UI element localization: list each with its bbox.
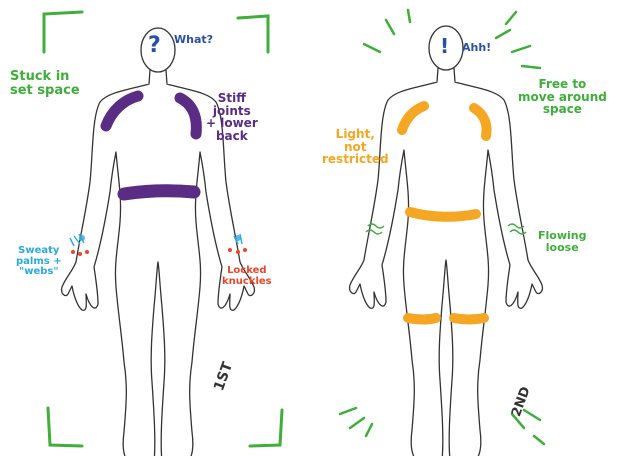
stiff-label: Stiff joints + lower back <box>206 92 258 142</box>
right-left-knee-light-band <box>408 318 436 320</box>
right-ahh-label: Ahh! <box>462 42 491 54</box>
right-shoulder-stiff-mark <box>180 98 196 134</box>
light-label-line-3: restricted <box>322 153 389 166</box>
left-head-question-mark: ? <box>148 34 161 57</box>
right-body-outline <box>350 26 543 456</box>
locked-label-line-2: knuckles <box>222 277 272 288</box>
left-shoulder-stiff-mark <box>106 96 138 126</box>
left-figure <box>44 12 282 456</box>
left-knuckle-marks <box>71 250 89 256</box>
left-hand-sweaty-marks <box>70 234 85 246</box>
light-label: Light, not restricted <box>322 128 389 166</box>
right-waist-light-band <box>410 212 476 217</box>
stuck-label: Stuck in set space <box>10 70 80 97</box>
stiff-label-line-1: Stiff <box>206 92 258 105</box>
right-left-shoulder-light-mark <box>402 106 424 130</box>
stuck-label-line-1: Stuck in <box>10 70 80 84</box>
flowing-label: Flowing loose <box>538 230 586 253</box>
sweaty-label-line-1: Sweaty <box>16 246 62 257</box>
locked-label: Locked knuckles <box>222 266 272 287</box>
stiff-label-line-3: + lower <box>206 117 258 130</box>
stiff-label-line-4: back <box>206 130 258 143</box>
right-figure <box>340 10 544 456</box>
flowing-label-line-1: Flowing <box>538 230 586 242</box>
right-right-shoulder-light-mark <box>474 108 487 136</box>
sweaty-label-line-3: "webs" <box>16 267 62 278</box>
light-label-line-1: Light, <box>322 128 389 141</box>
left-frame-brackets <box>44 12 282 446</box>
free-label-line-3: space <box>518 103 607 116</box>
free-label-line-1: Free to <box>518 78 607 91</box>
flowing-label-line-2: loose <box>538 242 586 254</box>
stuck-label-line-2: set space <box>10 84 80 98</box>
right-right-knee-light-band <box>454 318 484 320</box>
right-head-exclaim-mark: ! <box>440 36 449 57</box>
sweaty-label: Sweaty palms + "webs" <box>16 246 62 278</box>
left-what-label: What? <box>174 34 213 46</box>
locked-label-line-1: Locked <box>222 266 272 277</box>
lower-back-stiff-band <box>124 191 194 194</box>
free-label: Free to move around space <box>518 78 607 116</box>
